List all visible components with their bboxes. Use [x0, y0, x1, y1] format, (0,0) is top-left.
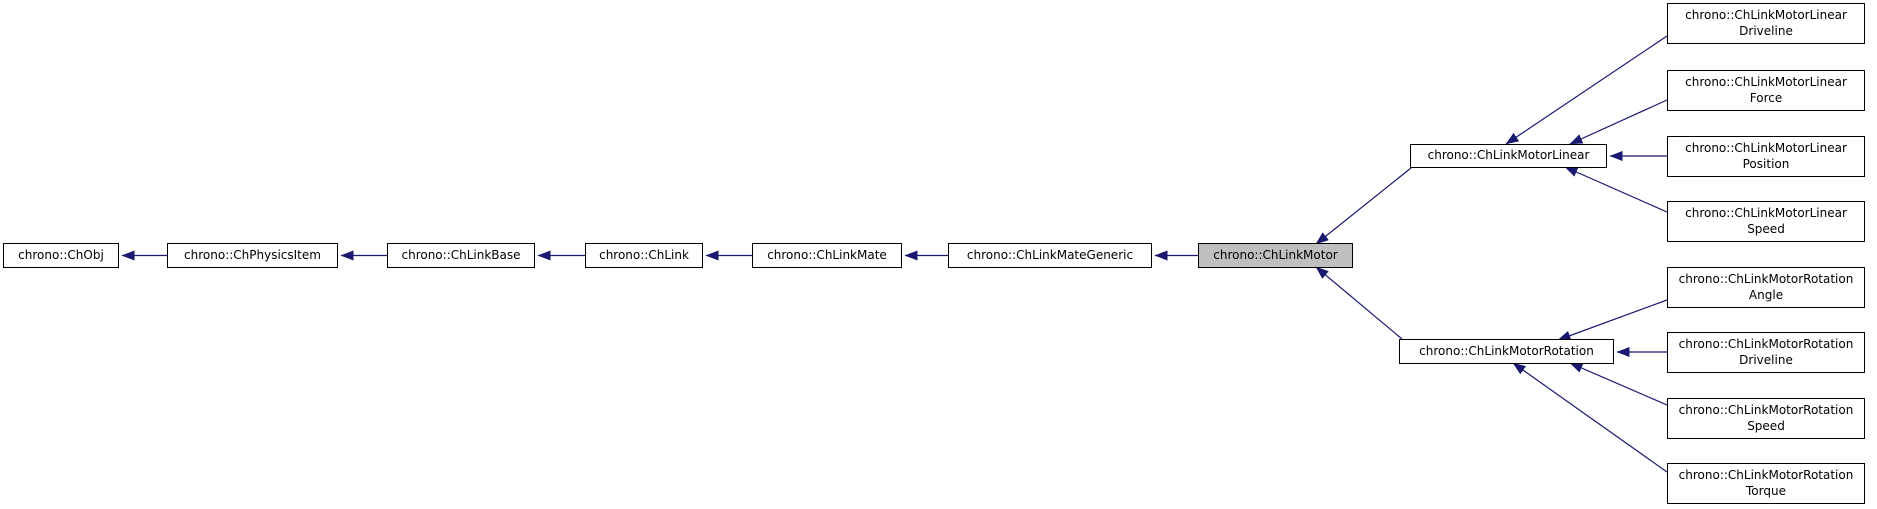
inheritance-edge-ChLinkMotorLinearSpeed-to-ChLinkMotorLinear [1564, 166, 1668, 213]
inheritance-edge-ChLinkMotorRotation-to-ChLinkMotor [1315, 266, 1403, 340]
class-node-label: Angle [1748, 287, 1784, 302]
class-node-ChLinkMotorLinear[interactable]: chrono::ChLinkMotorLinear [1410, 144, 1607, 168]
class-node-ChLinkMotorRotation[interactable]: chrono::ChLinkMotorRotation [1399, 339, 1614, 364]
class-node-label: chrono::ChLinkMotorRotation [1678, 271, 1854, 286]
class-node-label: Driveline [1739, 23, 1793, 38]
class-node-label: Driveline [1739, 352, 1793, 367]
class-node-label: chrono::ChLinkMotorLinear [1685, 74, 1847, 89]
class-node-label: chrono::ChLinkMotorLinear [1685, 205, 1847, 220]
class-node-ChLinkBase[interactable]: chrono::ChLinkBase [387, 243, 535, 268]
inheritance-edge-ChLinkMotorRotationTorque-to-ChLinkMotorRotation [1512, 362, 1668, 473]
class-node-label: chrono::ChLink [599, 247, 689, 262]
class-node-label: chrono::ChLinkMotorLinear [1685, 7, 1847, 22]
class-node-label: chrono::ChObj [18, 247, 104, 262]
class-node-ChLinkMateGeneric[interactable]: chrono::ChLinkMateGeneric [948, 243, 1152, 268]
inheritance-edge-ChLinkMotorLinearDriveline-to-ChLinkMotorLinear [1505, 35, 1668, 145]
class-node-label: chrono::ChLinkMotorLinear [1685, 140, 1847, 155]
class-node-label: chrono::ChLinkMotorRotation [1419, 343, 1594, 358]
class-node-label: chrono::ChLinkMotorRotation [1678, 467, 1854, 482]
class-node-label: chrono::ChLinkMotor [1213, 247, 1338, 262]
inheritance-edge-ChLinkMotorLinearForce-to-ChLinkMotorLinear [1569, 99, 1668, 145]
class-node-label: Force [1749, 90, 1783, 105]
class-node-label: Speed [1747, 418, 1785, 433]
class-node-label: chrono::ChPhysicsItem [184, 247, 321, 262]
class-node-label: chrono::ChLinkMate [767, 247, 887, 262]
inheritance-edge-ChLinkMotorRotationSpeed-to-ChLinkMotorRotation [1569, 362, 1668, 406]
class-node-ChLinkMate[interactable]: chrono::ChLinkMate [752, 243, 902, 268]
class-node-ChPhysicsItem[interactable]: chrono::ChPhysicsItem [167, 243, 338, 268]
class-node-ChLinkMotor: chrono::ChLinkMotor [1198, 243, 1353, 268]
class-node-ChObj[interactable]: chrono::ChObj [3, 243, 119, 268]
inheritance-edge-ChLinkMotorLinear-to-ChLinkMotor [1315, 167, 1412, 245]
inheritance-edge-ChLinkMotorRotationAngle-to-ChLinkMotorRotation [1557, 299, 1668, 341]
class-node-label: chrono::ChLinkMotorRotation [1678, 336, 1854, 351]
class-node-label: chrono::ChLinkMotorRotation [1678, 402, 1854, 417]
class-node-label: chrono::ChLinkMotorLinear [1427, 148, 1590, 163]
class-node-ChLink[interactable]: chrono::ChLink [585, 243, 703, 268]
class-node-label: chrono::ChLinkMateGeneric [966, 247, 1134, 262]
class-node-label: chrono::ChLinkBase [401, 247, 521, 262]
class-node-label: Position [1742, 156, 1790, 171]
class-node-label: Torque [1746, 483, 1786, 498]
class-node-label: Speed [1747, 221, 1785, 236]
